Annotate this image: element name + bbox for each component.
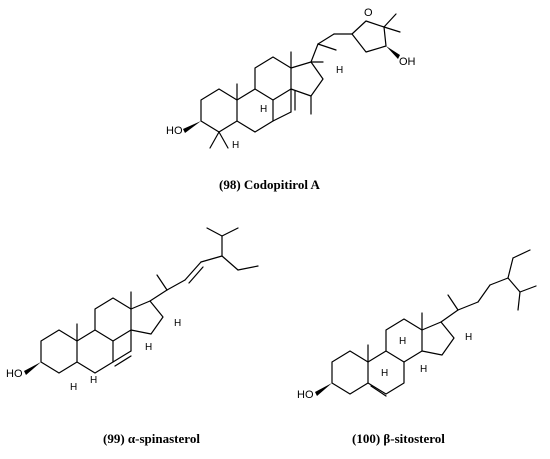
compound-99-h1: H xyxy=(70,382,77,393)
compound-99-h2: H xyxy=(90,375,97,386)
compound-98-h2: H xyxy=(260,104,267,115)
compound-100-h4: H xyxy=(465,332,472,343)
compound-98-h1: H xyxy=(232,140,239,151)
compound-98-ring-oxygen: O xyxy=(364,7,373,19)
compound-99-h3: H xyxy=(145,342,152,353)
compound-100-h2: H xyxy=(399,336,406,347)
caption-compound-100: (100) β-sitosterol xyxy=(352,431,445,446)
compound-100-h1: H xyxy=(381,368,388,379)
caption-compound-99: (99) α-spinasterol xyxy=(103,431,200,446)
compound-100-hydroxyl: HO xyxy=(297,389,314,401)
compound-99-h4: H xyxy=(174,318,181,329)
compound-99-hydroxyl: HO xyxy=(6,368,23,380)
compound-99-structure: HO H H H H xyxy=(6,227,259,393)
compound-100-structure: HO H H H H xyxy=(297,249,537,401)
caption-compound-98: (98) Codopitirol A xyxy=(219,177,320,192)
compound-98-hydroxyl-b: OH xyxy=(399,56,416,68)
compound-98-h3: H xyxy=(336,65,343,76)
compound-100-h3: H xyxy=(420,364,427,375)
compound-98-structure: HO H H H O OH xyxy=(166,7,416,151)
compound-98-hydroxyl-a: HO xyxy=(166,125,183,137)
